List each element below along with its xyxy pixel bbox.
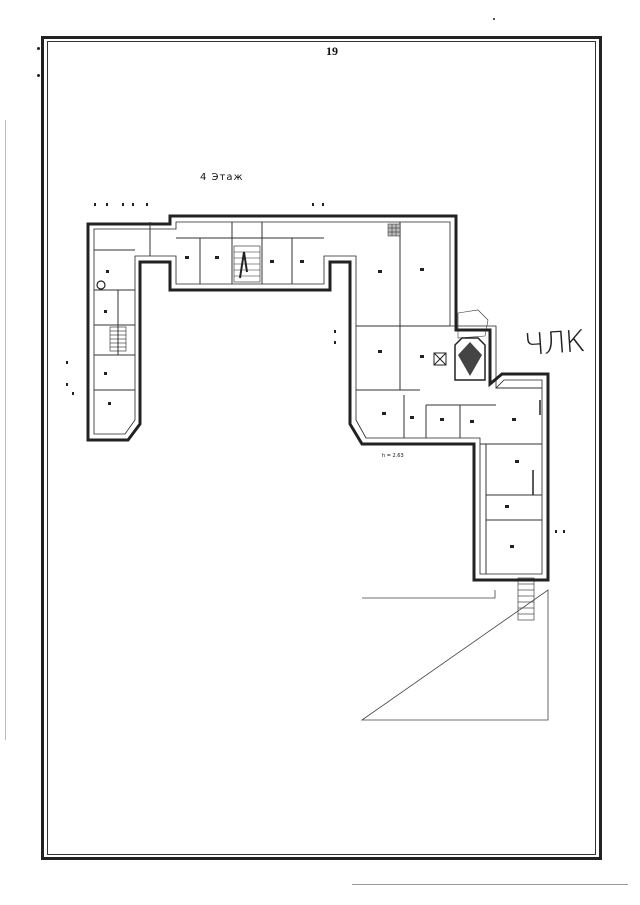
central-stair — [433, 309, 489, 381]
scan-bottom-line — [352, 884, 628, 885]
scan-speck — [493, 18, 495, 20]
page-frame-outer — [41, 36, 602, 860]
ceiling-height-note: h = 2.63 — [382, 453, 404, 459]
page-frame-inner — [47, 41, 596, 855]
shaft-grid — [387, 223, 401, 237]
margin-scan-line — [5, 120, 6, 740]
building-outline — [86, 214, 550, 582]
fixture-marks — [104, 256, 519, 548]
floor-label: 4 Этаж — [200, 172, 244, 183]
stair-left — [109, 326, 127, 352]
exit-stair — [517, 577, 535, 621]
column-marker — [96, 280, 106, 290]
scan-speck — [37, 74, 40, 77]
external-marks — [66, 203, 565, 533]
courtyard-outline — [360, 589, 549, 721]
interior-walls — [94, 222, 542, 574]
scan-speck — [37, 47, 40, 50]
page-number: 19 — [326, 44, 338, 58]
stair-top — [233, 245, 261, 283]
